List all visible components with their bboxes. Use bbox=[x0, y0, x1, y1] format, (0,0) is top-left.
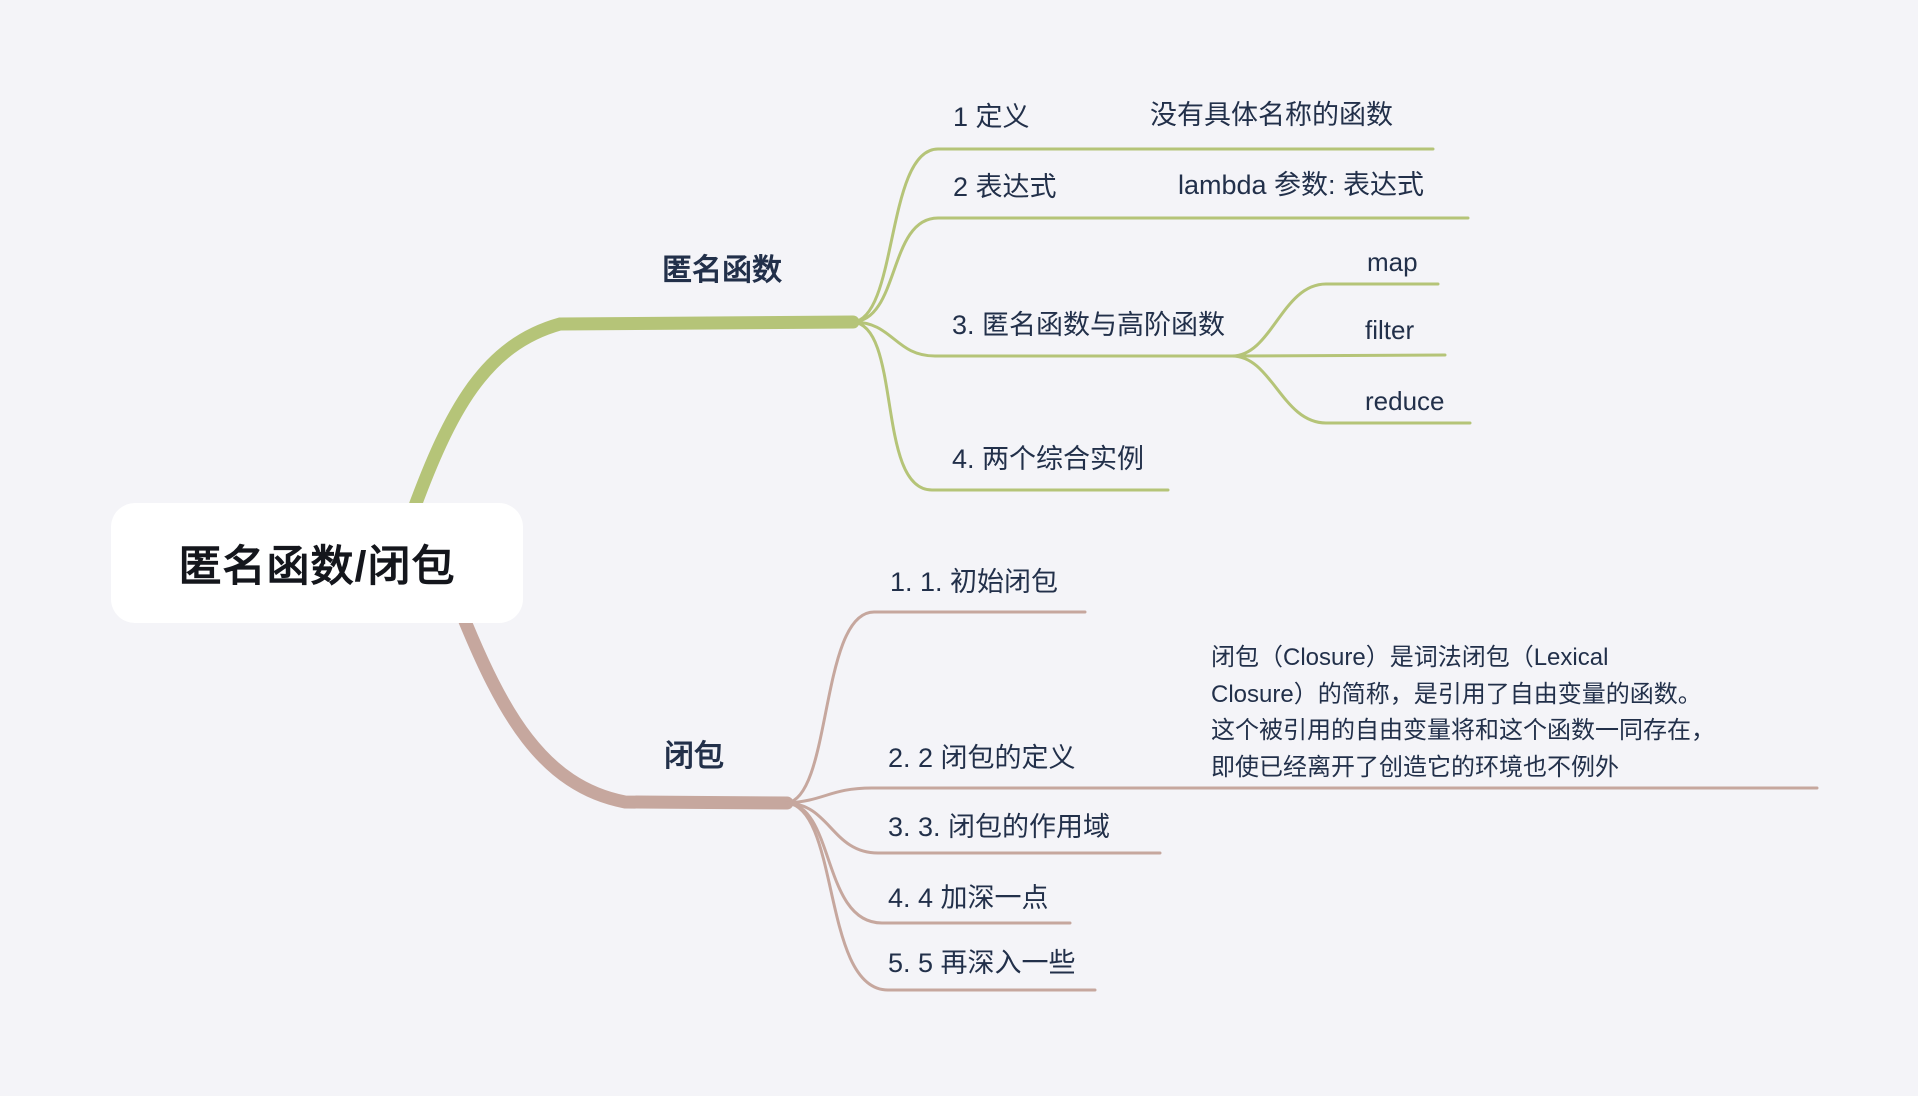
branch-closure-trunk-line bbox=[455, 607, 794, 810]
topic-initial-closure[interactable]: 1. 1. 初始闭包 bbox=[890, 567, 1059, 597]
subtopic-reduce-line bbox=[1230, 354, 1472, 425]
branch-closure-label[interactable]: 闭包 bbox=[664, 740, 724, 773]
topic-closure-definition-line bbox=[785, 786, 1819, 805]
note-no-name-function[interactable]: 没有具体名称的函数 bbox=[1150, 100, 1393, 130]
subtopic-map-line bbox=[1230, 282, 1440, 358]
topic-even-deeper-line bbox=[785, 801, 1097, 992]
topic-deeper[interactable]: 4. 4 加深一点 bbox=[888, 883, 1049, 913]
topic-closure-scope-line bbox=[785, 801, 1162, 855]
note-lambda-syntax[interactable]: lambda 参数: 表达式 bbox=[1178, 170, 1425, 200]
root-topic[interactable]: 匿名函数/闭包 bbox=[111, 503, 523, 623]
subtopic-filter-line bbox=[1230, 353, 1447, 358]
branch-anonymous-label[interactable]: 匿名函数 bbox=[662, 254, 782, 287]
topic-closure-definition[interactable]: 2. 2 闭包的定义 bbox=[888, 743, 1076, 773]
topic-closure-scope[interactable]: 3. 3. 闭包的作用域 bbox=[888, 812, 1111, 842]
topic-expression[interactable]: 2 表达式 bbox=[953, 172, 1057, 202]
subtopic-reduce[interactable]: reduce bbox=[1365, 386, 1445, 416]
topic-two-examples[interactable]: 4. 两个综合实例 bbox=[952, 444, 1145, 474]
note-closure-definition[interactable]: 闭包（Closure）是词法闭包（Lexical Closure）的简称，是引用… bbox=[1211, 644, 1715, 781]
topic-initial-closure-line bbox=[785, 610, 1087, 805]
topic-expression-line bbox=[851, 216, 1470, 324]
branch-anonymous-trunk-line bbox=[405, 315, 860, 521]
subtopic-map[interactable]: map bbox=[1367, 247, 1418, 277]
topic-even-deeper[interactable]: 5. 5 再深入一些 bbox=[888, 948, 1076, 978]
topic-definition-line bbox=[851, 147, 1435, 324]
topic-higher-order-line bbox=[851, 320, 1234, 358]
subtopic-filter[interactable]: filter bbox=[1365, 315, 1415, 345]
topic-two-examples-line bbox=[851, 320, 1170, 492]
topic-definition[interactable]: 1 定义 bbox=[953, 102, 1030, 132]
topic-higher-order[interactable]: 3. 匿名函数与高阶函数 bbox=[952, 310, 1226, 340]
